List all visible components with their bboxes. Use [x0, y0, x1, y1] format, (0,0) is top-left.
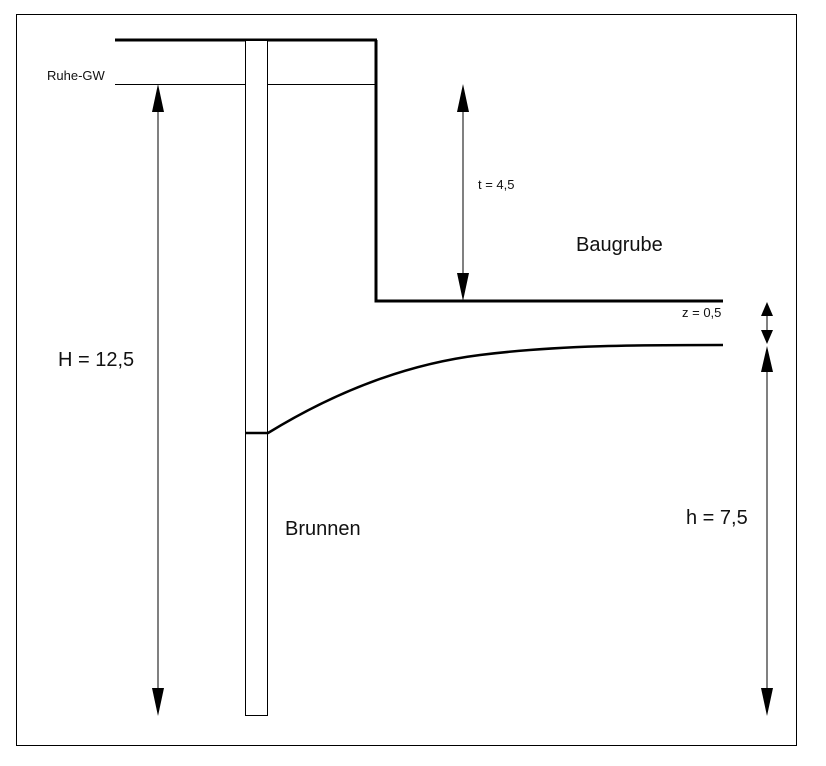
t-label: t = 4,5 [478, 177, 515, 192]
baugrube-label: Baugrube [576, 234, 663, 256]
H-dimension-arrow [152, 84, 164, 716]
t-dimension-arrow [457, 84, 469, 301]
z-dimension-arrow [761, 302, 773, 344]
h-label: h = 7,5 [686, 507, 748, 529]
H-label: H = 12,5 [58, 349, 135, 371]
brunnen-well [245, 40, 268, 716]
drawdown-curve [245, 343, 724, 435]
brunnen-label: Brunnen [285, 518, 361, 540]
frame-border [16, 14, 797, 746]
z-label: z = 0,5 [682, 305, 722, 320]
ruhe-gw-label: Ruhe-GW [47, 68, 105, 83]
baugrube-outline [374, 40, 723, 303]
h-dimension-arrow [761, 346, 773, 716]
